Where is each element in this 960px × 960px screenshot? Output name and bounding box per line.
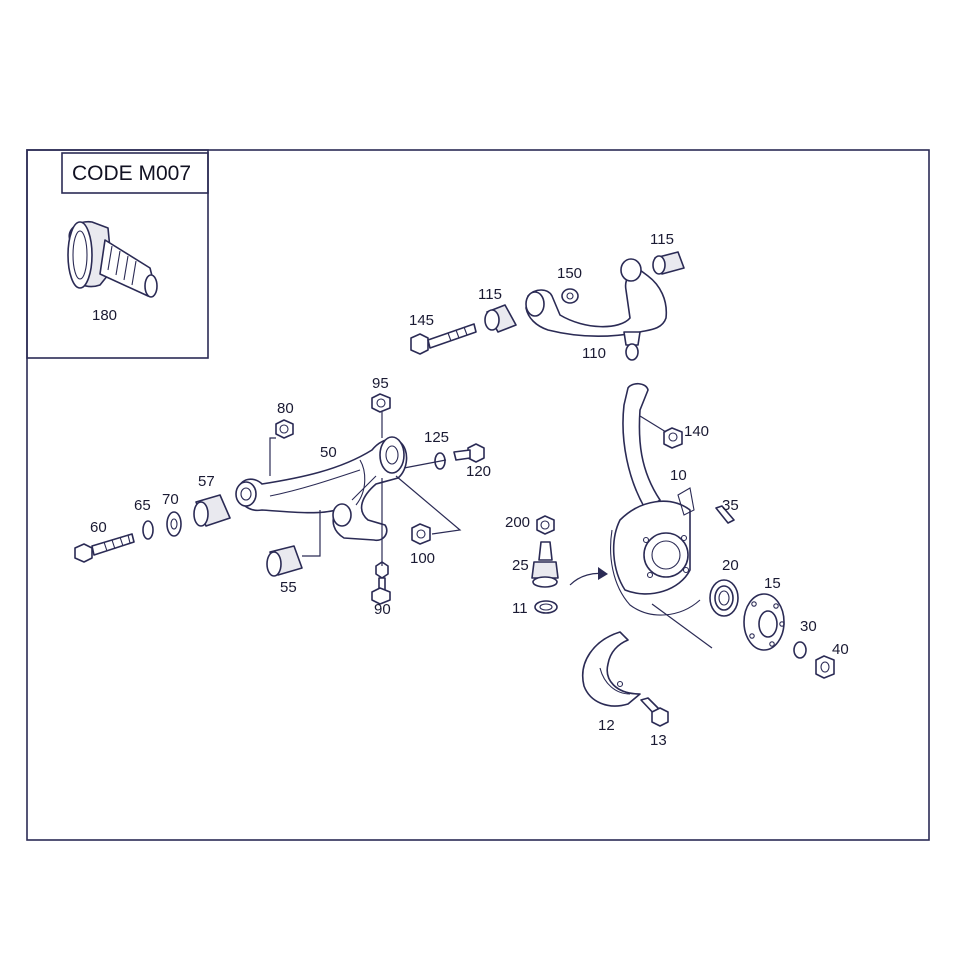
callout-57: 57 (198, 473, 215, 490)
bushing-part-55 (266, 545, 303, 577)
nut-part-140 (663, 427, 683, 449)
cv-joint-part-180 (67, 220, 158, 298)
nut-part-100 (411, 523, 431, 545)
lower-control-arm-part-50 (235, 436, 408, 542)
code-box: CODE M007 (26, 149, 209, 359)
callout-11: 11 (512, 600, 528, 617)
callout-20: 20 (722, 557, 739, 574)
callout-180: 180 (92, 307, 117, 324)
steering-knuckle-part-10 (610, 382, 701, 616)
callout-95: 95 (372, 375, 389, 392)
upper-control-arm-part-110 (525, 258, 668, 361)
callout-65: 65 (134, 497, 151, 514)
pin-part-35 (715, 505, 735, 524)
callout-90: 90 (374, 601, 391, 618)
callout-100: 100 (410, 550, 435, 567)
bolt-part-145 (410, 323, 477, 355)
callout-140: 140 (684, 423, 709, 440)
callout-110: 110 (582, 345, 606, 362)
callout-15: 15 (764, 575, 781, 592)
arrow-to-knuckle (569, 567, 608, 586)
wheel-bearing-part-20 (709, 579, 739, 617)
callout-80: 80 (277, 400, 294, 417)
callout-12: 12 (598, 717, 615, 734)
part-callouts: 180 145 115 150 115 110 95 80 50 125 120… (90, 231, 849, 749)
bolt-part-13 (640, 697, 669, 727)
callout-120: 120 (466, 463, 491, 480)
callout-30: 30 (800, 618, 817, 635)
callout-115-left: 115 (478, 286, 502, 303)
splash-shield-part-12 (581, 631, 641, 707)
ring-part-11 (534, 600, 558, 614)
nut-part-200 (536, 515, 555, 535)
bolt-part-90 (371, 561, 391, 605)
callout-35: 35 (722, 497, 739, 514)
bushing-part-115-left (484, 304, 517, 333)
callout-50: 50 (320, 444, 337, 461)
callout-70: 70 (162, 491, 179, 508)
bushing-part-115-right (652, 251, 685, 275)
callout-10: 10 (670, 467, 687, 484)
nut-part-150 (561, 288, 579, 304)
washer-part-70 (166, 511, 182, 537)
nut-part-95 (371, 393, 391, 413)
callout-25: 25 (512, 557, 529, 574)
callout-60: 60 (90, 519, 107, 536)
code-label: CODE M007 (72, 162, 191, 185)
callout-145: 145 (409, 312, 434, 329)
callout-125: 125 (424, 429, 449, 446)
callout-13: 13 (650, 732, 667, 749)
callout-40: 40 (832, 641, 849, 658)
washer-part-65 (142, 520, 154, 540)
wheel-hub-part-15 (743, 593, 785, 651)
nut-part-40 (815, 655, 835, 679)
bushing-part-57 (193, 494, 231, 527)
callout-200: 200 (505, 514, 530, 531)
leader-lines (269, 412, 713, 649)
bolt-part-60 (74, 533, 135, 563)
diagram-frame (26, 149, 930, 841)
retainer-part-30 (793, 641, 807, 659)
callout-55: 55 (280, 579, 297, 596)
callout-150: 150 (557, 265, 582, 282)
ball-joint-part-25 (531, 541, 559, 588)
bolt-part-120 (453, 443, 485, 463)
callout-115-right: 115 (650, 231, 674, 248)
nut-part-80 (275, 419, 294, 439)
